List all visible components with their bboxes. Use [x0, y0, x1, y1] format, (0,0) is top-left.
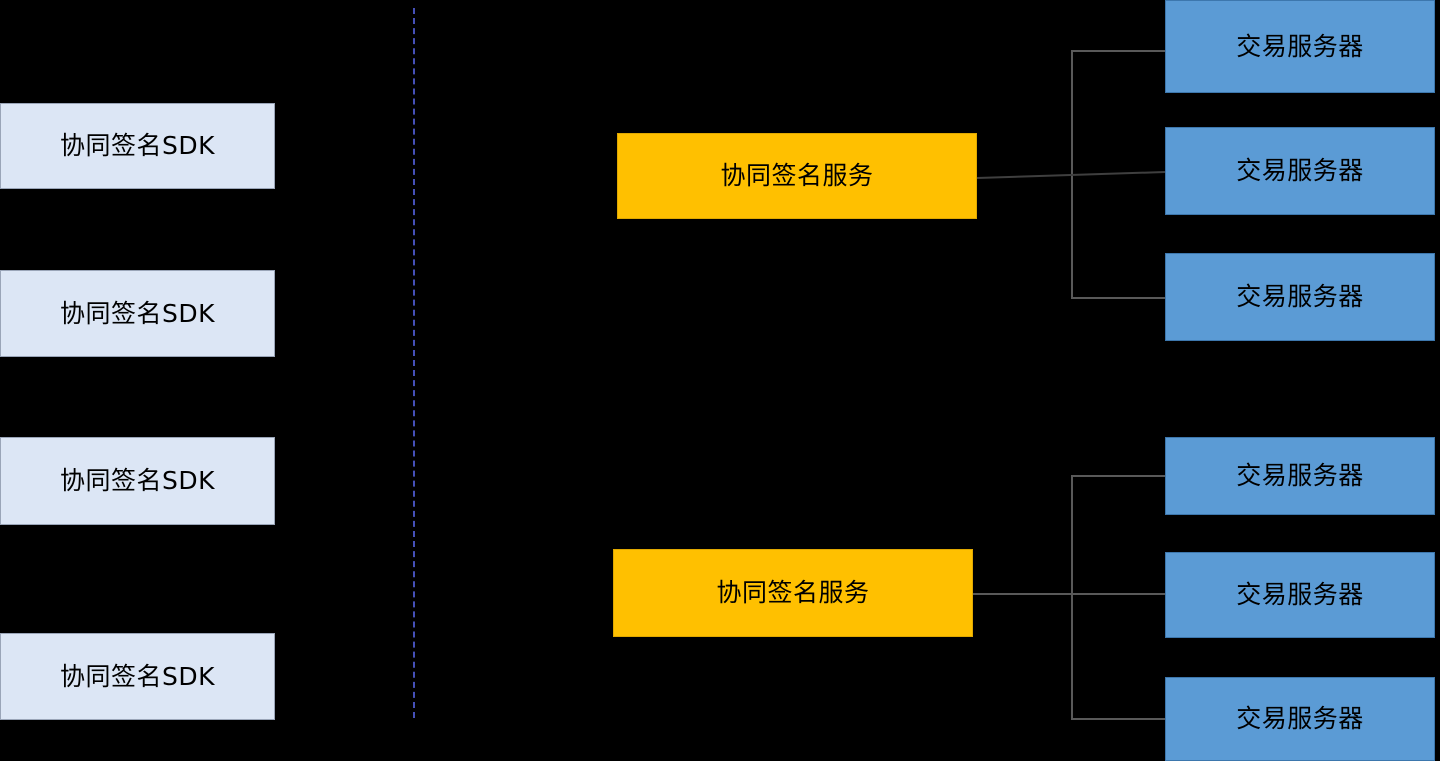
bottom-connector-trunk — [1071, 475, 1073, 718]
top-connector-branch-1 — [1071, 50, 1165, 52]
sdk-node-2[interactable]: 协同签名SDK — [0, 270, 275, 357]
sdk-node-3-label: 协同签名SDK — [59, 466, 215, 496]
sdk-node-4-label: 协同签名SDK — [59, 661, 215, 691]
transaction-server-node-5[interactable]: 交易服务器 — [1165, 552, 1435, 638]
bottom-connector-branch-1 — [1071, 475, 1165, 477]
sdk-node-3[interactable]: 协同签名SDK — [0, 437, 275, 525]
bottom-connector-stub — [973, 593, 1165, 595]
transaction-server-node-2-label: 交易服务器 — [1236, 156, 1364, 186]
transaction-server-node-1[interactable]: 交易服务器 — [1165, 0, 1435, 93]
vertical-dashed-divider — [413, 8, 415, 718]
transaction-server-node-1-label: 交易服务器 — [1236, 31, 1364, 61]
sdk-node-1[interactable]: 协同签名SDK — [0, 103, 275, 189]
transaction-server-node-4-label: 交易服务器 — [1236, 461, 1364, 491]
signing-service-node-1[interactable]: 协同签名服务 — [617, 133, 977, 219]
signing-service-node-2[interactable]: 协同签名服务 — [613, 549, 973, 637]
transaction-server-node-5-label: 交易服务器 — [1236, 580, 1364, 610]
transaction-server-node-3[interactable]: 交易服务器 — [1165, 253, 1435, 341]
sdk-node-4[interactable]: 协同签名SDK — [0, 633, 275, 720]
transaction-server-node-4[interactable]: 交易服务器 — [1165, 437, 1435, 515]
transaction-server-node-6-label: 交易服务器 — [1236, 704, 1364, 734]
sdk-node-2-label: 协同签名SDK — [59, 298, 215, 328]
signing-service-node-2-label: 协同签名服务 — [716, 578, 870, 608]
top-connector-branch-3 — [1071, 297, 1165, 299]
transaction-server-node-3-label: 交易服务器 — [1236, 282, 1364, 312]
transaction-server-node-6[interactable]: 交易服务器 — [1165, 677, 1435, 761]
bottom-connector-branch-3 — [1071, 718, 1165, 720]
transaction-server-node-2[interactable]: 交易服务器 — [1165, 127, 1435, 215]
top-connector-trunk — [1071, 50, 1073, 297]
sdk-node-1-label: 协同签名SDK — [59, 131, 215, 161]
top-connector-stub — [976, 171, 1166, 179]
signing-service-node-1-label: 协同签名服务 — [720, 161, 874, 191]
